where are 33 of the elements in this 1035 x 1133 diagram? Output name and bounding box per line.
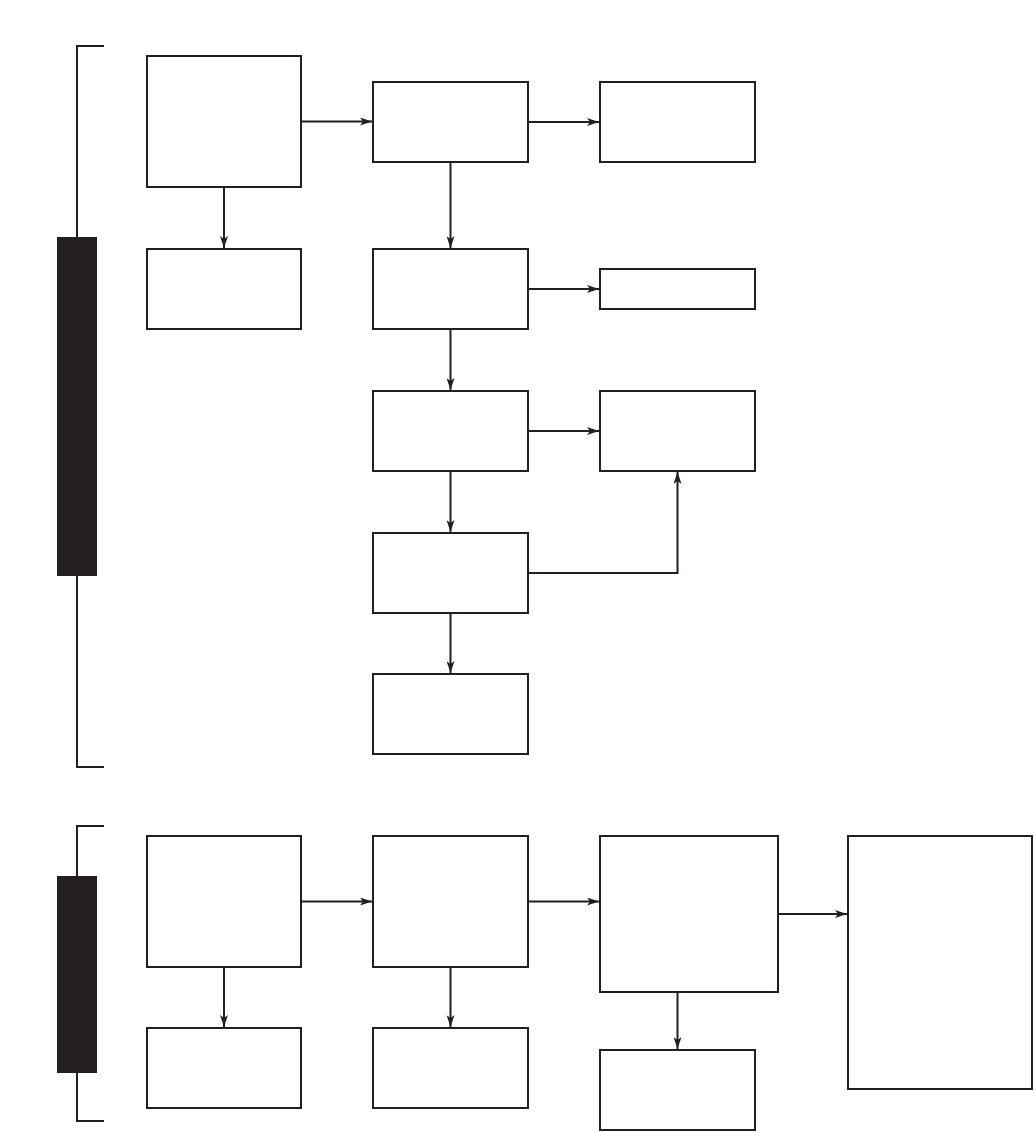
process-box xyxy=(599,1049,756,1131)
process-box xyxy=(847,835,1033,1090)
process-box xyxy=(372,673,529,755)
arrow xyxy=(446,471,455,533)
arrow xyxy=(446,613,455,674)
process-box xyxy=(146,248,302,330)
arrow xyxy=(220,187,228,249)
process-box xyxy=(599,835,779,993)
process-box xyxy=(372,248,529,330)
arrow xyxy=(528,471,682,574)
arrow xyxy=(301,897,373,906)
arrow xyxy=(528,118,600,126)
arrow xyxy=(446,162,455,249)
arrow xyxy=(446,967,455,1028)
arrow xyxy=(528,427,600,435)
process-box xyxy=(146,1027,302,1109)
arrow xyxy=(301,117,373,126)
process-box xyxy=(372,532,529,614)
process-box xyxy=(599,390,756,472)
arrow xyxy=(220,967,228,1028)
process-box xyxy=(599,81,756,163)
arrow xyxy=(673,992,682,1050)
arrow xyxy=(528,285,600,293)
process-box xyxy=(372,81,529,163)
process-box xyxy=(372,1027,529,1109)
process-box xyxy=(146,835,302,968)
arrow xyxy=(778,910,848,918)
process-box xyxy=(146,55,302,188)
process-box xyxy=(372,390,529,472)
process-box xyxy=(599,268,756,310)
arrow xyxy=(446,329,455,391)
process-box xyxy=(372,835,529,968)
arrow xyxy=(528,897,600,906)
